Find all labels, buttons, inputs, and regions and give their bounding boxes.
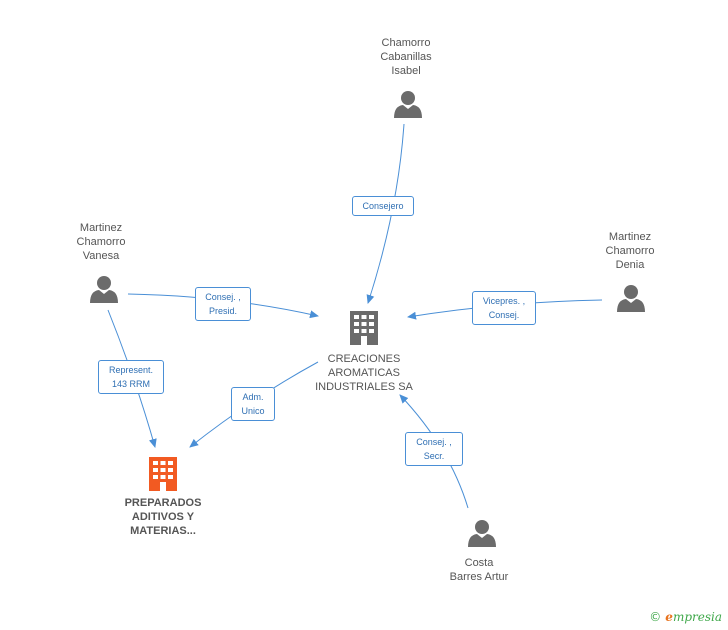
edge-label-consej-presid: Consej. , Presid. <box>195 287 251 321</box>
node-label-vanesa[interactable]: Martinez Chamorro Vanesa <box>76 222 126 262</box>
node-label-denia[interactable]: Martinez Chamorro Denia <box>605 231 655 271</box>
building-icon-preparados[interactable] <box>149 457 177 491</box>
copyright-symbol: © <box>649 610 662 624</box>
edge-label-adm-unico: Adm. Unico <box>231 387 275 421</box>
brand-name: mpresia <box>672 610 722 624</box>
edge-label-consejero: Consejero <box>352 196 414 216</box>
edge-label-represent: Represent. 143 RRM <box>98 360 164 394</box>
brand-initial: e <box>665 610 673 624</box>
edge-label-vicepres-consej: Vicepres. , Consej. <box>472 291 536 325</box>
node-label-artur[interactable]: Costa Barres Artur <box>449 557 509 583</box>
node-label-preparados[interactable]: PREPARADOS ADITIVOS Y MATERIAS... <box>124 497 202 537</box>
brand-logo[interactable]: ©empresia <box>649 610 722 624</box>
person-icon-isabel[interactable] <box>394 91 422 118</box>
person-icon-artur[interactable] <box>468 520 496 547</box>
person-icon-vanesa[interactable] <box>90 276 118 303</box>
node-label-creaciones[interactable]: CREACIONES AROMATICAS INDUSTRIALES SA <box>315 353 413 393</box>
building-icon-creaciones[interactable] <box>350 311 378 345</box>
edge-label-consej-secr: Consej. , Secr. <box>405 432 463 466</box>
node-label-isabel[interactable]: Chamorro Cabanillas Isabel <box>380 37 432 77</box>
person-icon-denia[interactable] <box>617 285 645 312</box>
